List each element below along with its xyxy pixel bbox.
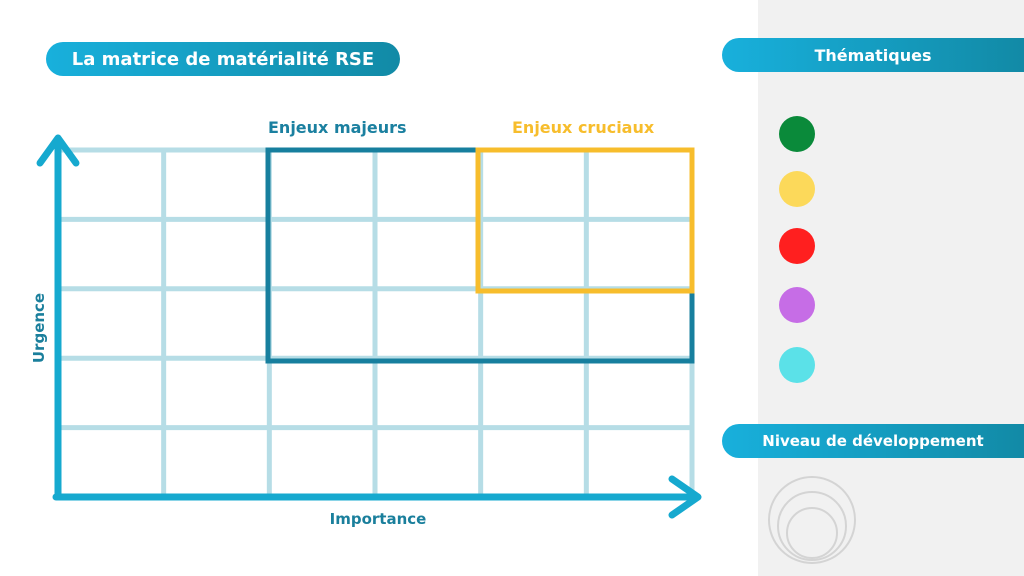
- theme-dot-3: [779, 228, 815, 264]
- x-axis-arrowhead: [668, 475, 702, 519]
- concentric-circles-icon: [768, 476, 856, 564]
- zone-label-cruciaux: Enjeux cruciaux: [512, 118, 655, 137]
- matrix-axes: [36, 134, 702, 519]
- zone-enjeux-cruciaux: [475, 147, 695, 294]
- theme-dot-4: [779, 287, 815, 323]
- y-axis-label: Urgence: [30, 292, 48, 364]
- page-title: La matrice de matérialité RSE: [46, 42, 400, 76]
- x-axis-label: Importance: [329, 510, 427, 528]
- theme-dot-1: [779, 116, 815, 152]
- zone-label-majeurs: Enjeux majeurs: [268, 118, 407, 137]
- y-axis-arrowhead: [36, 134, 80, 167]
- matrix-grid: [55, 147, 695, 500]
- theme-dot-5: [779, 347, 815, 383]
- thematiques-header: Thématiques: [722, 38, 1024, 72]
- theme-dot-2: [779, 171, 815, 207]
- niveau-developpement-header: Niveau de développement: [722, 424, 1024, 458]
- materiality-matrix: [36, 134, 702, 519]
